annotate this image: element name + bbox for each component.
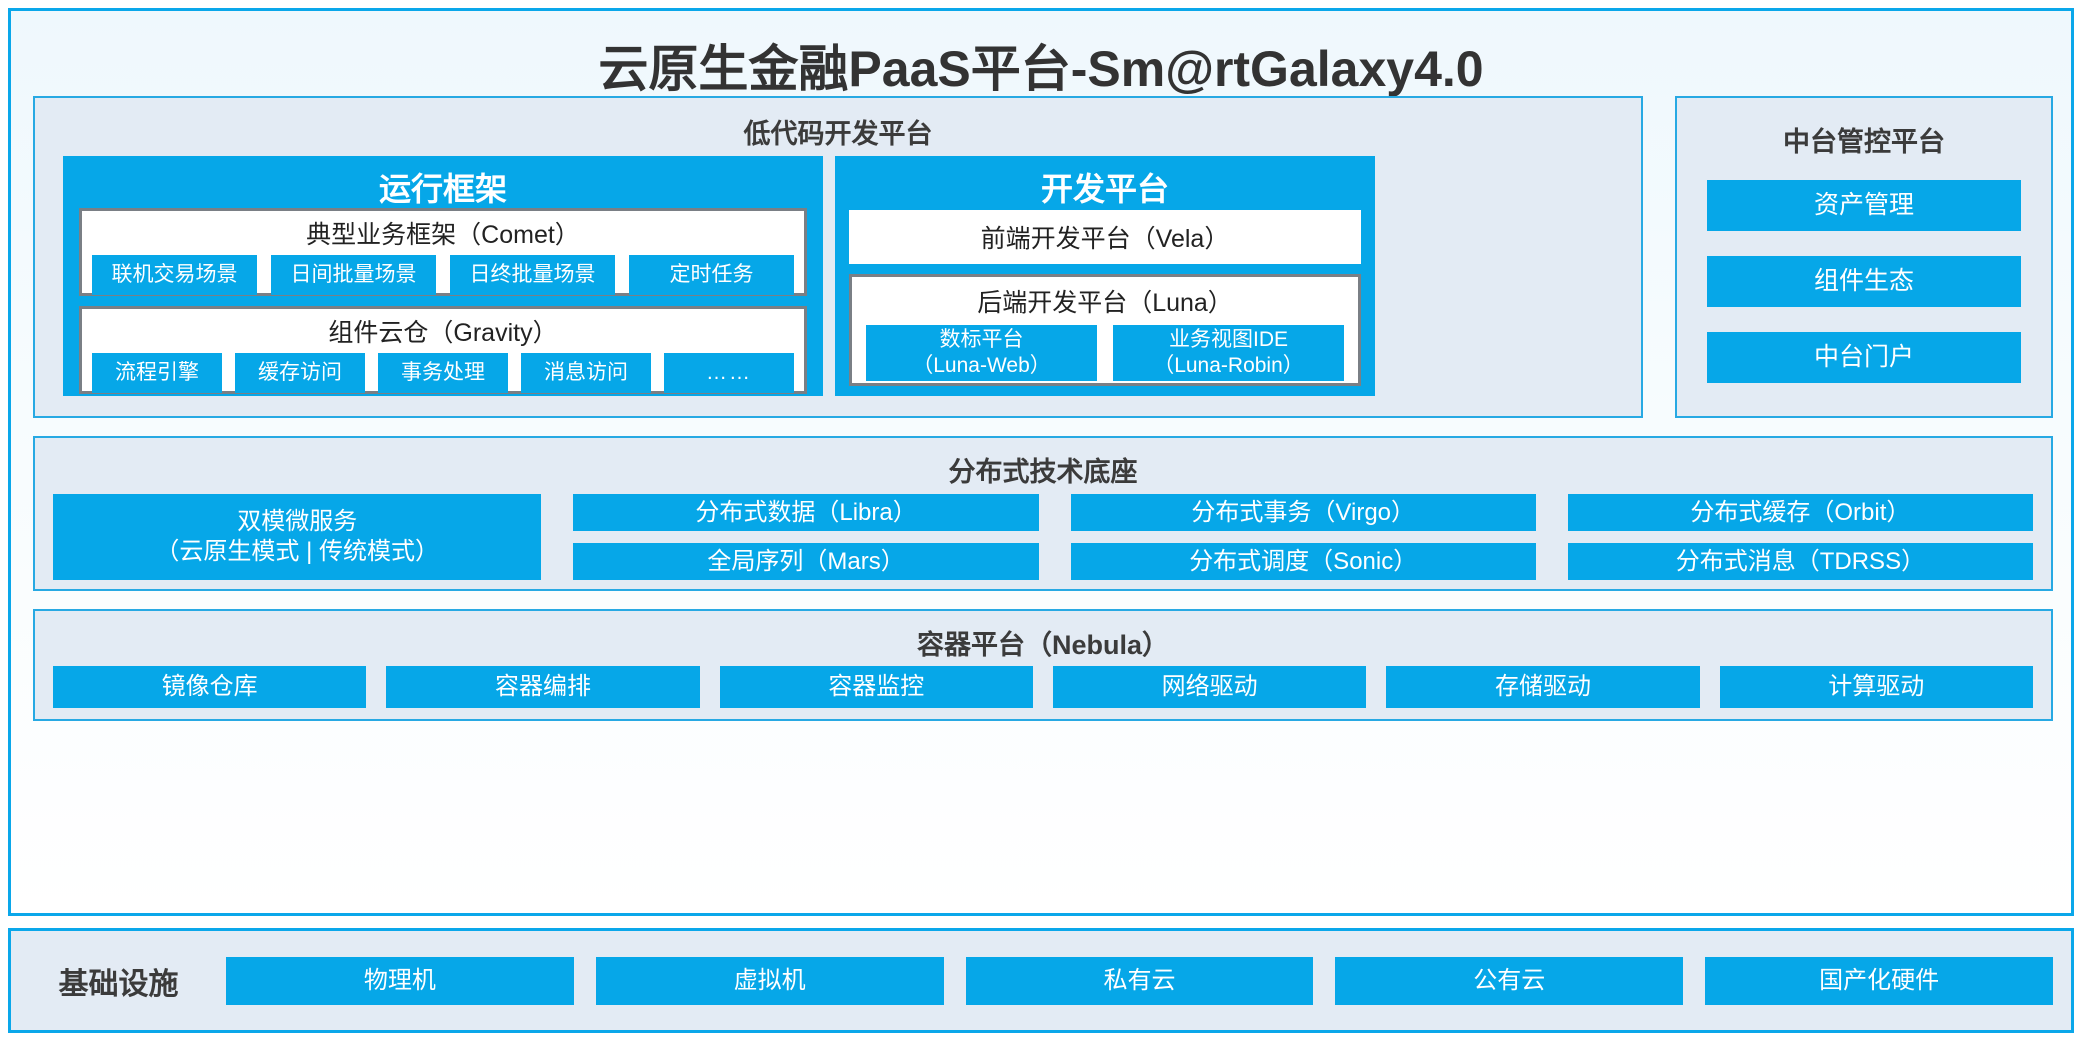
lowcode-panel: 低代码开发平台 运行框架 典型业务框架（Comet） 联机交易场景 日间批量场景…	[33, 96, 1643, 418]
comet-item-0[interactable]: 联机交易场景	[92, 255, 257, 295]
distributed-item-virgo[interactable]: 分布式事务（Virgo）	[1070, 494, 1536, 531]
midoffice-item-0[interactable]: 资产管理	[1707, 180, 2021, 231]
distributed-column-0: 分布式数据（Libra） 全局序列（Mars）	[573, 494, 1039, 580]
infrastructure-label: 基础设施	[58, 967, 179, 1001]
comet-item-3[interactable]: 定时任务	[629, 255, 794, 295]
container-item-4[interactable]: 存储驱动	[1386, 666, 1700, 708]
infrastructure-item-0[interactable]: 物理机	[226, 956, 574, 1005]
vela-label: 前端开发平台（Vela）	[980, 225, 1230, 253]
container-panel: 容器平台（Nebula） 镜像仓库 容器编排 容器监控 网络驱动 存储驱动 计算…	[33, 609, 2053, 721]
luna-title: 后端开发平台（Luna）	[977, 289, 1233, 317]
distributed-item-mars[interactable]: 全局序列（Mars）	[573, 543, 1039, 580]
gravity-item-2[interactable]: 事务处理	[378, 353, 508, 393]
midoffice-panel-title: 中台管控平台	[1783, 127, 1945, 157]
midoffice-items: 资产管理 组件生态 中台门户	[1707, 180, 2021, 383]
dev-platform-title: 开发平台	[1040, 171, 1169, 207]
dev-platform-card: 开发平台 前端开发平台（Vela） 后端开发平台（Luna） 数标平台 （Lun…	[835, 156, 1375, 396]
container-item-2[interactable]: 容器监控	[719, 666, 1033, 708]
runtime-framework-card: 运行框架 典型业务框架（Comet） 联机交易场景 日间批量场景 日终批量场景 …	[63, 156, 823, 396]
distributed-panel: 分布式技术底座 双模微服务 （云原生模式 | 传统模式） 分布式数据（Libra…	[33, 436, 2053, 591]
gravity-item-1[interactable]: 缓存访问	[235, 353, 365, 393]
infrastructure-item-2[interactable]: 私有云	[965, 956, 1314, 1005]
distributed-panel-title: 分布式技术底座	[948, 457, 1138, 487]
gravity-item-0[interactable]: 流程引擎	[92, 353, 222, 393]
gravity-items: 流程引擎 缓存访问 事务处理 消息访问 ……	[82, 349, 804, 393]
comet-card: 典型业务框架（Comet） 联机交易场景 日间批量场景 日终批量场景 定时任务	[79, 208, 807, 296]
gravity-item-3[interactable]: 消息访问	[521, 353, 651, 393]
infrastructure-bar: 基础设施 物理机 虚拟机 私有云 公有云 国产化硬件	[8, 928, 2074, 1033]
midoffice-item-2[interactable]: 中台门户	[1707, 332, 2021, 383]
container-panel-title: 容器平台（Nebula）	[916, 630, 1170, 660]
comet-title: 典型业务框架（Comet）	[306, 221, 580, 249]
page-title: 云原生金融PaaS平台-Sm@rtGalaxy4.0	[598, 41, 1484, 97]
luna-items: 数标平台 （Luna-Web） 业务视图IDE （Luna-Robin）	[852, 319, 1358, 381]
infrastructure-item-1[interactable]: 虚拟机	[595, 956, 944, 1005]
infrastructure-item-3[interactable]: 公有云	[1335, 956, 1684, 1005]
runtime-framework-title: 运行框架	[378, 171, 507, 207]
luna-item-web[interactable]: 数标平台 （Luna-Web）	[866, 325, 1097, 381]
container-items: 镜像仓库 容器编排 容器监控 网络驱动 存储驱动 计算驱动	[53, 666, 2033, 708]
comet-item-1[interactable]: 日间批量场景	[271, 255, 436, 295]
infrastructure-item-4[interactable]: 国产化硬件	[1705, 956, 2053, 1005]
luna-item-robin[interactable]: 业务视图IDE （Luna-Robin）	[1113, 325, 1344, 381]
distributed-content: 双模微服务 （云原生模式 | 传统模式） 分布式数据（Libra） 全局序列（M…	[53, 494, 2033, 580]
comet-item-2[interactable]: 日终批量场景	[450, 255, 615, 295]
container-item-0[interactable]: 镜像仓库	[53, 666, 367, 708]
distributed-microservice[interactable]: 双模微服务 （云原生模式 | 传统模式）	[53, 494, 542, 580]
distributed-column-2: 分布式缓存（Orbit） 分布式消息（TDRSS）	[1567, 494, 2033, 580]
container-item-1[interactable]: 容器编排	[386, 666, 700, 708]
luna-card: 后端开发平台（Luna） 数标平台 （Luna-Web） 业务视图IDE （Lu…	[849, 274, 1361, 386]
container-item-5[interactable]: 计算驱动	[1719, 666, 2033, 708]
distributed-item-tdrss[interactable]: 分布式消息（TDRSS）	[1567, 543, 2033, 580]
distributed-item-libra[interactable]: 分布式数据（Libra）	[573, 494, 1039, 531]
vela-card[interactable]: 前端开发平台（Vela）	[849, 210, 1361, 264]
gravity-title: 组件云仓（Gravity）	[328, 319, 558, 347]
gravity-card: 组件云仓（Gravity） 流程引擎 缓存访问 事务处理 消息访问 ……	[79, 306, 807, 394]
midoffice-item-1[interactable]: 组件生态	[1707, 256, 2021, 307]
distributed-column-1: 分布式事务（Virgo） 分布式调度（Sonic）	[1070, 494, 1536, 580]
container-item-3[interactable]: 网络驱动	[1052, 666, 1367, 708]
main-frame: 云原生金融PaaS平台-Sm@rtGalaxy4.0 低代码开发平台 运行框架 …	[8, 8, 2074, 916]
distributed-item-sonic[interactable]: 分布式调度（Sonic）	[1070, 543, 1536, 580]
midoffice-panel: 中台管控平台 资产管理 组件生态 中台门户	[1675, 96, 2053, 418]
gravity-item-ellipsis[interactable]: ……	[664, 353, 794, 393]
distributed-item-orbit[interactable]: 分布式缓存（Orbit）	[1567, 494, 2033, 531]
comet-items: 联机交易场景 日间批量场景 日终批量场景 定时任务	[82, 251, 804, 295]
lowcode-panel-title: 低代码开发平台	[743, 119, 933, 149]
infrastructure-items: 物理机 虚拟机 私有云 公有云 国产化硬件	[226, 956, 2071, 1005]
